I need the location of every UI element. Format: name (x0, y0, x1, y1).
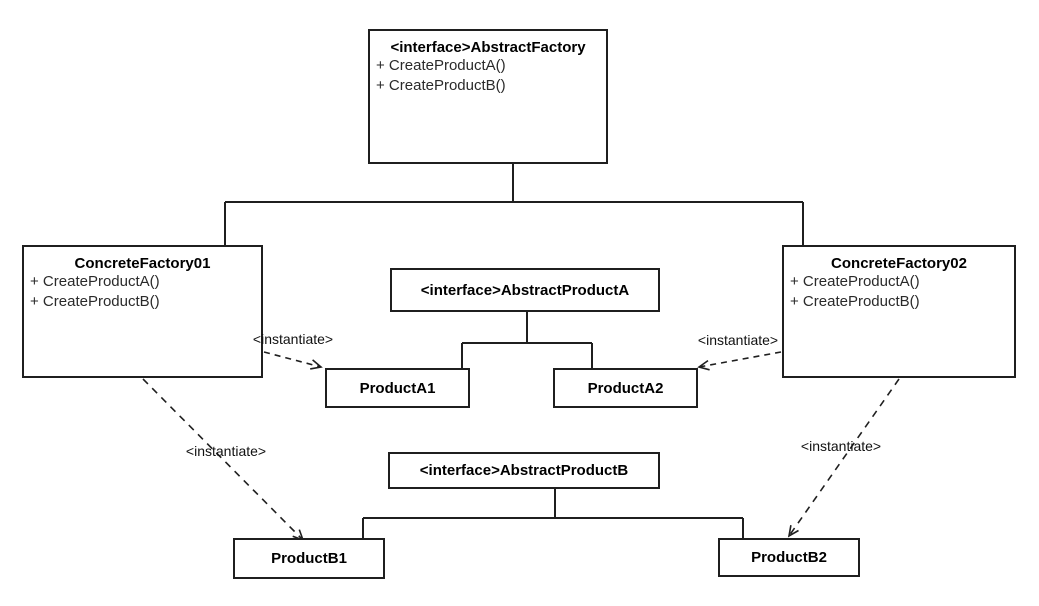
class-title-abstract-product-a: <interface>AbstractProductA (420, 281, 630, 299)
class-title-concrete-factory-02: ConcreteFactory02 (831, 255, 967, 272)
class-box-product-b1: ProductB1 (233, 538, 385, 579)
instantiate-arrow-cf01-productb1 (142, 378, 304, 541)
class-method-create-product-a: + CreateProductA() (30, 273, 160, 290)
class-box-concrete-factory-02: ConcreteFactory02 + CreateProductA() + C… (782, 245, 1016, 378)
instantiate-label-cf01-productb1: <instantiate> (185, 443, 267, 459)
class-title-abstract-product-b: <interface>AbstractProductB (419, 462, 629, 479)
class-method-create-product-a: + CreateProductA() (376, 57, 506, 74)
instantiate-arrowhead-cf01-producta1 (310, 359, 323, 370)
class-box-abstract-product-b: <interface>AbstractProductB (388, 452, 660, 489)
class-method-create-product-b: + CreateProductB() (790, 293, 920, 310)
class-title-product-b2: ProductB2 (751, 549, 827, 566)
class-box-product-b2: ProductB2 (718, 538, 860, 577)
class-method-create-product-b: + CreateProductB() (376, 77, 506, 94)
inheritance-connector-product-b (362, 487, 744, 539)
instantiate-label-cf02-producta2: <instantiate> (697, 332, 779, 348)
class-title-product-a1: ProductA1 (359, 379, 436, 397)
instantiate-arrow-cf02-productb2 (788, 378, 900, 537)
class-title-concrete-factory-01: ConcreteFactory01 (74, 255, 211, 272)
class-method-create-product-a: + CreateProductA() (790, 273, 920, 290)
class-box-abstract-factory: <interface>AbstractFactory + CreateProdu… (368, 29, 608, 164)
class-title-product-b1: ProductB1 (271, 550, 347, 567)
instantiate-label-cf01-producta1: <instantiate> (252, 331, 334, 347)
inheritance-connector-product-a (461, 311, 593, 369)
instantiate-arrowhead-cf02-producta2 (697, 359, 710, 371)
class-title-product-a2: ProductA2 (587, 379, 664, 397)
inheritance-connector-factories (224, 164, 804, 246)
instantiate-arrow-cf01-producta1 (263, 351, 322, 368)
instantiate-label-cf02-productb2: <instantiate> (800, 438, 882, 454)
instantiate-arrow-cf02-producta2 (698, 351, 782, 368)
class-box-abstract-product-a: <interface>AbstractProductA (390, 268, 660, 312)
class-box-product-a2: ProductA2 (553, 368, 698, 408)
instantiate-arrowhead-cf02-productb2 (787, 525, 799, 538)
class-title-abstract-factory: <interface>AbstractFactory (390, 39, 586, 56)
class-method-create-product-b: + CreateProductB() (30, 293, 160, 310)
class-box-concrete-factory-01: ConcreteFactory01 + CreateProductA() + C… (22, 245, 263, 378)
class-box-product-a1: ProductA1 (325, 368, 470, 408)
